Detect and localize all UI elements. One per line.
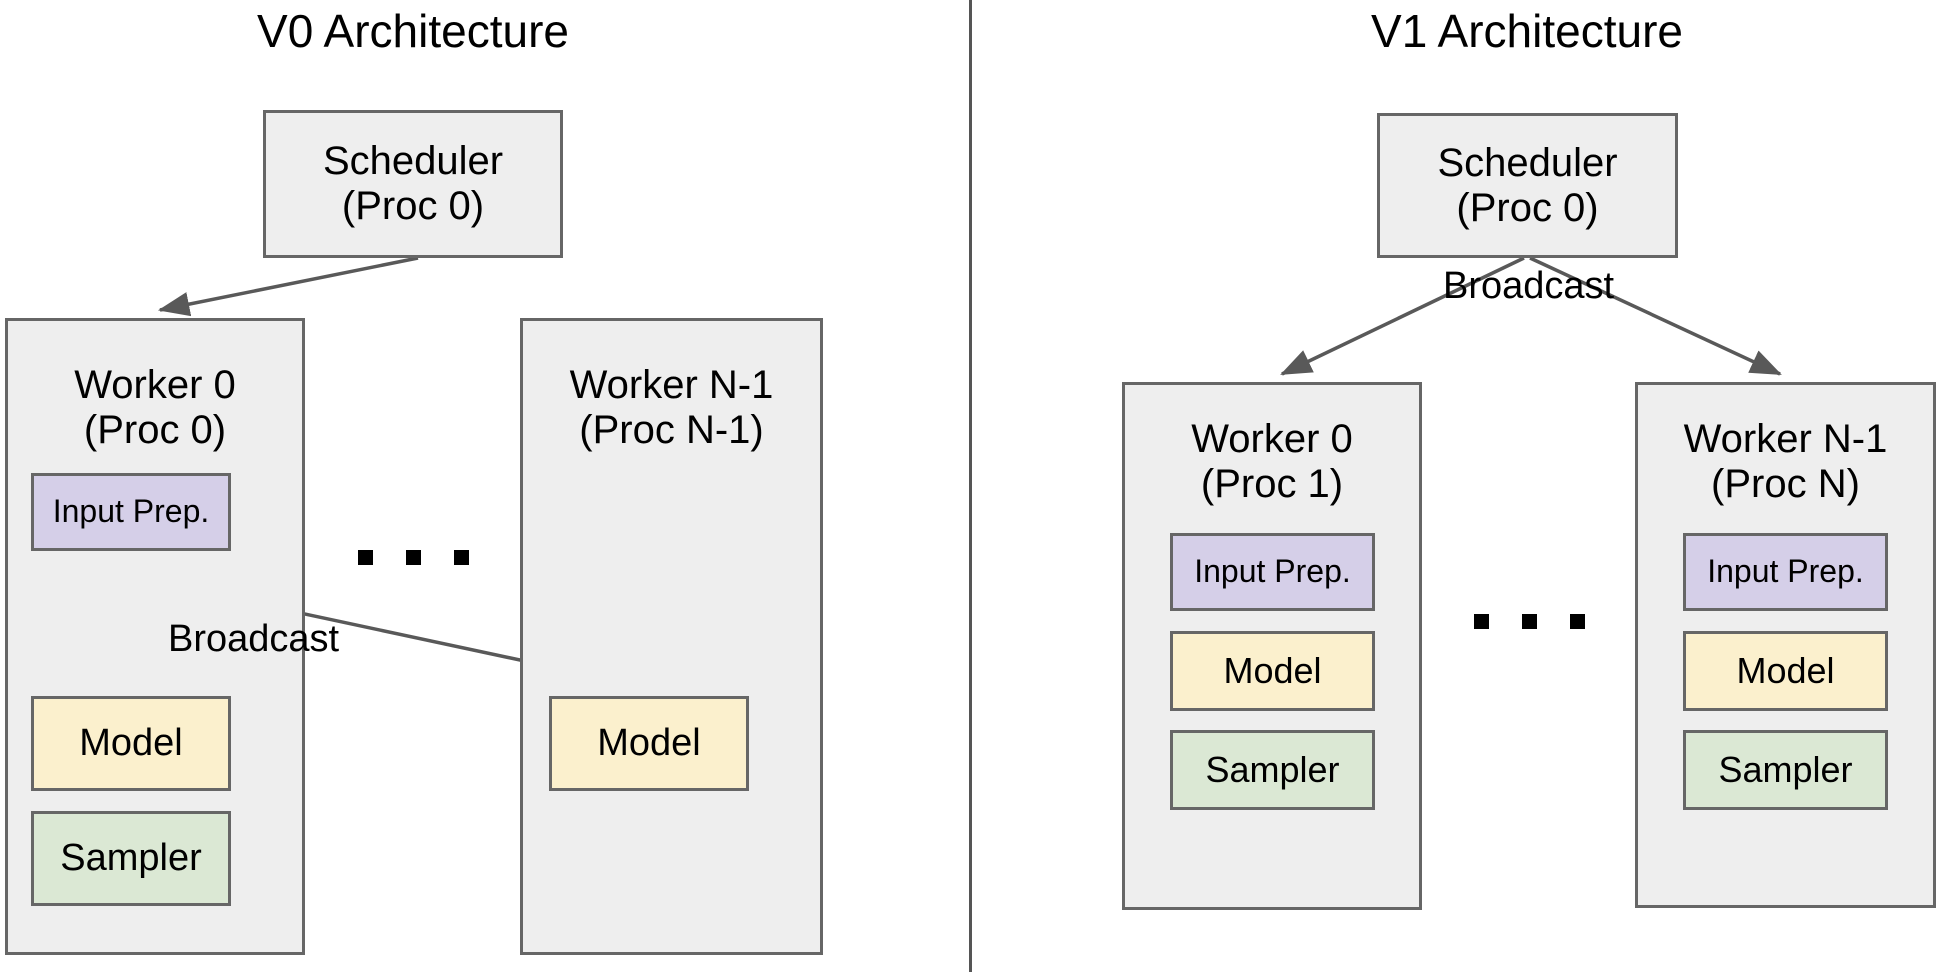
v0-scheduler-box[interactable]: Scheduler (Proc 0) (263, 110, 563, 258)
v1-ellipsis (1474, 614, 1585, 629)
v0-worker-n-model-box[interactable]: Model (549, 696, 749, 791)
v1-worker-n-line1: Worker N-1 (1683, 417, 1888, 461)
panel-divider (969, 0, 972, 972)
v1-worker-0-input-prep-label: Input Prep. (1194, 553, 1351, 590)
v1-ellipsis-dot-3 (1570, 614, 1585, 629)
v1-worker-n-input-prep-box[interactable]: Input Prep. (1683, 533, 1888, 611)
v1-worker-n-sampler-box[interactable]: Sampler (1683, 730, 1888, 810)
v0-worker-0-box[interactable]: Worker 0 (Proc 0) Input Prep. Model Samp… (5, 318, 305, 955)
v0-worker-0-input-prep-box[interactable]: Input Prep. (31, 473, 231, 551)
v0-worker-0-line2: (Proc 0) (83, 408, 227, 452)
v0-scheduler-line1: Scheduler (322, 139, 504, 184)
v1-worker-0-model-label: Model (1223, 649, 1322, 691)
v1-worker-0-line1: Worker 0 (1191, 417, 1353, 461)
v1-worker-n-input-prep-label: Input Prep. (1707, 553, 1864, 590)
v0-worker-0-sampler-box[interactable]: Sampler (31, 811, 231, 906)
arrow-v0-scheduler-to-worker0 (157, 256, 419, 317)
v0-worker-n-model-label: Model (597, 722, 701, 765)
v1-scheduler-line2: (Proc 0) (1456, 185, 1599, 230)
v1-worker-n-model-label: Model (1736, 649, 1835, 691)
v0-scheduler-line2: (Proc 0) (341, 184, 485, 228)
v1-worker-0-line2: (Proc 1) (1200, 462, 1344, 506)
v0-ellipsis-dot-3 (454, 550, 469, 565)
v0-worker-0-model-box[interactable]: Model (31, 696, 231, 791)
v1-worker-0-input-prep-box[interactable]: Input Prep. (1170, 533, 1375, 611)
v0-worker-n-line1: Worker N-1 (569, 363, 774, 407)
v1-ellipsis-dot-2 (1522, 614, 1537, 629)
v1-worker-n-box[interactable]: Worker N-1 (Proc N) Input Prep. Model Sa… (1635, 382, 1936, 908)
v1-worker-0-model-box[interactable]: Model (1170, 631, 1375, 711)
v0-broadcast-label: Broadcast (168, 618, 340, 660)
v1-worker-n-model-box[interactable]: Model (1683, 631, 1888, 711)
v1-broadcast-label: Broadcast (1443, 265, 1615, 307)
v1-panel-title: V1 Architecture (1371, 5, 1683, 57)
v1-worker-0-sampler-box[interactable]: Sampler (1170, 730, 1375, 810)
v0-worker-n-line2: (Proc N-1) (579, 408, 764, 452)
v1-worker-0-box[interactable]: Worker 0 (Proc 1) Input Prep. Model Samp… (1122, 382, 1422, 910)
v1-ellipsis-dot-1 (1474, 614, 1489, 629)
v0-ellipsis-dot-2 (406, 550, 421, 565)
v1-worker-n-sampler-label: Sampler (1718, 748, 1853, 790)
v0-panel-title: V0 Architecture (257, 5, 569, 57)
v0-worker-0-sampler-label: Sampler (60, 837, 202, 880)
v1-worker-0-sampler-label: Sampler (1205, 748, 1340, 790)
v0-ellipsis-dot-1 (358, 550, 373, 565)
v0-worker-n-box[interactable]: Worker N-1 (Proc N-1) Model (520, 318, 823, 955)
v0-worker-0-line1: Worker 0 (74, 363, 236, 407)
v0-ellipsis (358, 550, 469, 565)
v1-worker-n-line2: (Proc N) (1711, 462, 1860, 506)
v1-scheduler-line1: Scheduler (1437, 140, 1618, 185)
v1-scheduler-box[interactable]: Scheduler (Proc 0) (1377, 113, 1678, 258)
v0-worker-0-model-label: Model (79, 722, 183, 765)
v0-worker-0-input-prep-label: Input Prep. (52, 493, 210, 530)
